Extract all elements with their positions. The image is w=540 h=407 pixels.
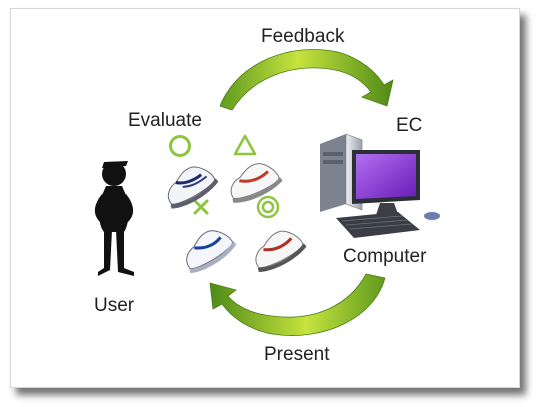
user-figure-icon (94, 161, 134, 276)
user-label: User (94, 295, 135, 316)
sneaker-icon (167, 166, 219, 209)
computer-icon (320, 133, 440, 238)
feedback-label: Feedback (261, 26, 345, 47)
present-label: Present (264, 344, 330, 365)
triangle-mark-icon (233, 134, 257, 156)
sneaker-icon (255, 230, 307, 272)
sneaker-icon (230, 163, 283, 203)
cross-mark-icon (193, 199, 209, 215)
ec-label: EC (396, 115, 423, 136)
sneaker-icon (186, 230, 237, 274)
evaluate-label: Evaluate (128, 110, 202, 131)
computer-label: Computer (343, 246, 427, 267)
circle-mark-icon (169, 135, 191, 157)
double-circle-mark-icon (256, 195, 280, 219)
feedback-arrow (219, 49, 394, 111)
present-arrow (209, 273, 386, 336)
